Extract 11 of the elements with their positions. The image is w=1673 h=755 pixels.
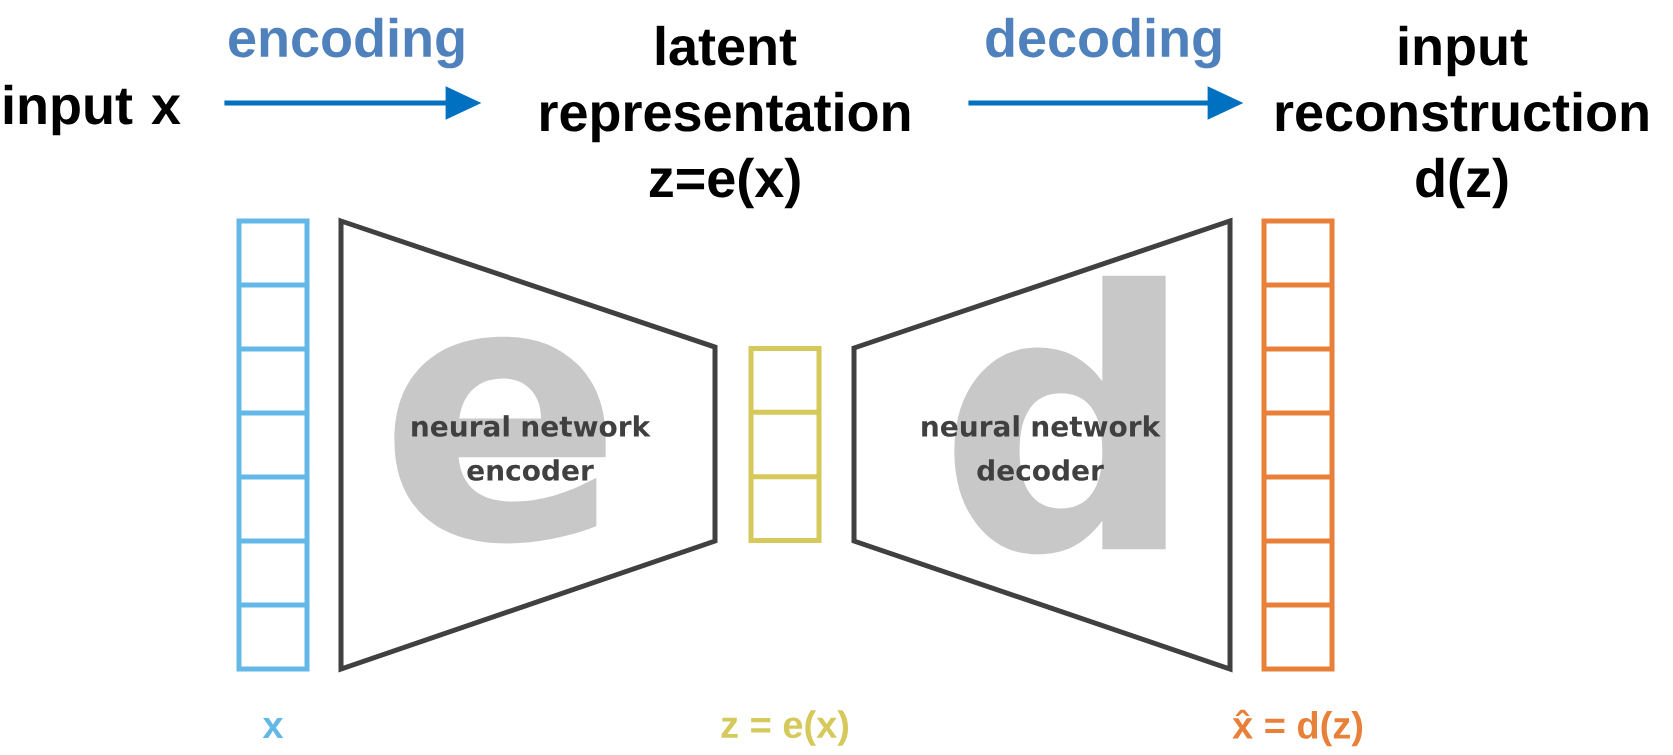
vector-bar: [748, 346, 822, 543]
edge-label: decoding: [986, 17, 1221, 69]
heading-text: input x: [4, 84, 181, 136]
heading-text: input reconstruction d(z): [1276, 25, 1648, 209]
heading-text: latent representation z=e(x): [541, 25, 910, 209]
vector-label: z = e(x): [721, 710, 848, 746]
vector-bar: [1261, 218, 1335, 672]
vector-label: x: [262, 717, 284, 739]
vector-bar: [236, 218, 310, 672]
edge-label: encoding: [229, 17, 464, 69]
vector-label: x̂ = d(z): [1232, 709, 1363, 747]
